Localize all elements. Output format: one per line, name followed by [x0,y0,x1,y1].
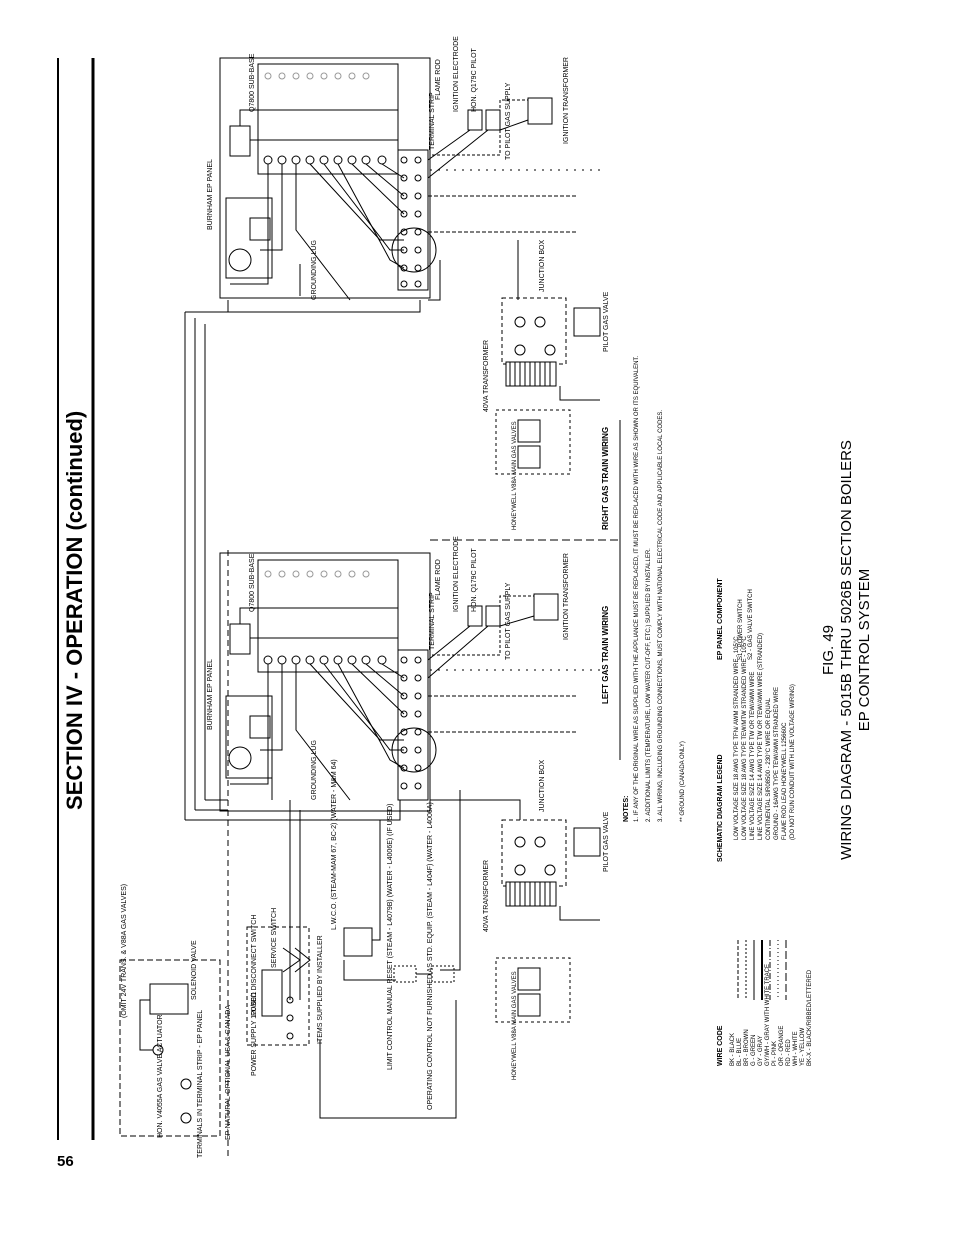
ep-component-s1: S1 - POWER SWITCH [738,599,744,660]
left-ignition-transformer-label: IGNITION TRANSFORMER [563,553,570,640]
right-transformer [505,361,600,401]
ep-component-title: EP PANEL COMPONENT [717,578,724,660]
fused-switch-label: FUSED DISCONNECT SWITCH [251,915,258,1016]
right-panel-title: BURNHAM EP PANEL [207,159,214,230]
right-subbase-terminals [263,72,387,165]
note-1: 1. IF ANY OF THE ORIGINAL WIRE AS SUPPLI… [634,356,640,822]
legend-item-1: LOW VOLTAGE SIZE 18 AWG TYPE TFN/ AWM ST… [734,636,740,840]
left-pilot-label: HON. Q179C PILOT [471,547,478,612]
wire-code-3: BR - BROWN [744,1029,750,1066]
left-transformer-label: 40VA TRANSFORMER [483,860,490,932]
wire-code-2: BL - BLUE [737,1038,743,1066]
wire-code-7: PI - PINK [772,1041,778,1066]
right-subbase-label: Q7800 SUB-BASE [249,53,256,112]
right-ignition-electrode-label: IGNITION ELECTRODE [453,36,460,112]
wire-code-5: GY - GRAY [758,1036,764,1066]
left-pilot-gas-valve-label: PILOT GAS VALVE [603,811,610,872]
service-switch-label: SERVICE SWITCH [271,908,278,968]
figure-number: FIG. 49 [820,625,837,675]
wire-code-11: YE - YELLOW [800,1027,806,1066]
left-terminal-strip-label: TERMINAL STRIP [429,592,436,650]
wire-code-8: OR - ORANGE [779,1026,785,1066]
left-panel-title: BURNHAM EP PANEL [207,659,214,730]
right-pilot-gas-supply-label: TO PILOT GAS SUPPLY [505,82,512,160]
limit-control-label: LIMIT CONTROL MANUAL RESET (STEAM - L407… [387,804,394,1070]
wire-code-1: BK - BLACK [730,1033,736,1066]
items-supplied-label: ITEMS SUPPLIED BY INSTALLER [317,935,324,1044]
wire-code-6: GY/WH - GRAY WITH WHITE TRACE [765,964,771,1066]
ep-option-label: EP-NATURAL-OPTIONAL USA & CANADA [225,1005,232,1140]
left-main-gas-valves-label: HONEYWELL V88A MAIN GAS VALVES [512,971,518,1080]
power-supply-block [246,926,457,1119]
left-transformer [505,881,600,921]
wire-code-10: WH - WHITE [793,1031,799,1066]
right-pilot-label: HON. Q179C PILOT [471,47,478,112]
right-transformer-label: 40VA TRANSFORMER [483,340,490,412]
left-flame-rod-label: FLAME ROD [435,559,442,600]
page-number: 56 [57,1153,74,1170]
right-main-gas-valves [495,409,571,475]
left-junction-box-label: JUNCTION BOX [539,760,546,812]
left-pilot-gas-supply-label: TO PILOT GAS SUPPLY [505,582,512,660]
right-pilot-gas-valve-label: PILOT GAS VALVE [603,291,610,352]
ep-component-s2: S2 - GAS VALVE SWITCH [748,589,754,660]
legend-item-2: LOW VOLTAGE SIZE 18 AWG TYPE TEW/MTW STR… [742,636,748,840]
section-title: SECTION IV - OPERATION (continued) [62,411,87,810]
note-2: 2. ADDITIONAL LIMITS (TEMPERATURE, LOW W… [646,548,652,822]
wire-code-title: WIRE CODE [717,1025,724,1066]
left-main-gas-valves [495,957,571,1023]
wire-code-4: G - GREEN [751,1035,757,1066]
left-ignition-electrode-label: IGNITION ELECTRODE [453,536,460,612]
ground-note: ** GROUND (CANADA ONLY) [680,741,686,822]
left-terminal-strip-terminals [400,656,422,790]
figure-line2: EP CONTROL SYSTEM [856,569,873,732]
limit-controls [393,965,455,983]
lwco-block [343,820,396,981]
omit-note: (OMIT 24V TRANS. & V88A GAS VALVES) [121,884,128,1018]
right-ignition-transformer-label: IGNITION TRANSFORMER [563,57,570,144]
note-3: 3. ALL WIRING, INCLUDING GROUNDING CONNE… [658,410,664,822]
legend-item-5: CONTINENTAL SIR08500 - 230°C WIRE OR EQU… [766,697,772,840]
right-grounding-lug-label: GROUNDING LUG [311,240,318,300]
right-ep-panel [219,57,437,301]
wire-code-12: BK-X - BLACK/RIBBED/LETTERED [807,969,813,1066]
legend-item-4: LINE VOLTAGE SIZE 14 AWG TYPE TW OR TEW/… [758,633,764,840]
left-grounding-lug-label: GROUNDING LUG [311,740,318,800]
legend-line-samples [737,940,787,1000]
legend-item-7: FLAME ROD LEAD HONEYWELL 125660C [782,722,788,840]
right-junction-box [501,297,601,365]
power-supply-label: POWER SUPPLY 120/60/1 [251,991,258,1076]
operating-control-label: OPERATING CONTROL NOT FURNISHED AS STD. … [427,802,434,1110]
v4055-block [119,959,221,1137]
right-junction-box-label: JUNCTION BOX [539,240,546,292]
legend-title: SCHEMATIC DIAGRAM LEGEND [717,754,724,862]
left-subbase-label: Q7800 SUB-BASE [249,553,256,612]
solenoid-label: SOLENOID VALVE [191,940,198,1000]
notes-title: NOTES: [623,796,630,822]
wire-code-9: RD - RED [786,1039,792,1066]
legend-item-3: LINE VOLTAGE SIZE 14 AWG TYPE TW OR TEW/… [750,672,756,840]
legend-item-6: GROUND - 16AWG TYPE TEW/AWM STRANDED WIR… [774,687,780,840]
left-pilot-assembly [427,593,600,733]
lwco-label: L.W.C.O. (STEAM-MAM 67, BC-2) (WATER - M… [331,759,338,930]
terminals-label: TERMINALS IN TERMINAL STRIP - EP PANEL [197,1010,204,1158]
legend-item-8: (DO NOT RUN CONDUIT WITH LINE VOLTAGE WI… [790,684,796,840]
left-junction-box [501,819,601,887]
left-ep-panel [219,552,437,812]
right-flame-rod-label: FLAME ROD [435,59,442,100]
right-gas-train-label: RIGHT GAS TRAIN WIRING [601,427,610,530]
actuator-label: HON. V4055A GAS VALVE ACTUATOR [157,1014,164,1138]
figure-line1: WIRING DIAGRAM - 5015B THRU 5026B SECTIO… [838,440,855,860]
right-terminal-strip-terminals [400,156,422,288]
left-gas-train-label: LEFT GAS TRAIN WIRING [601,606,610,704]
left-subbase-terminals [263,570,387,665]
right-pilot-assembly [427,97,600,233]
right-main-gas-valves-label: HONEYWELL V88A MAIN GAS VALVES [512,421,518,530]
right-terminal-strip-label: TERMINAL STRIP [429,92,436,150]
